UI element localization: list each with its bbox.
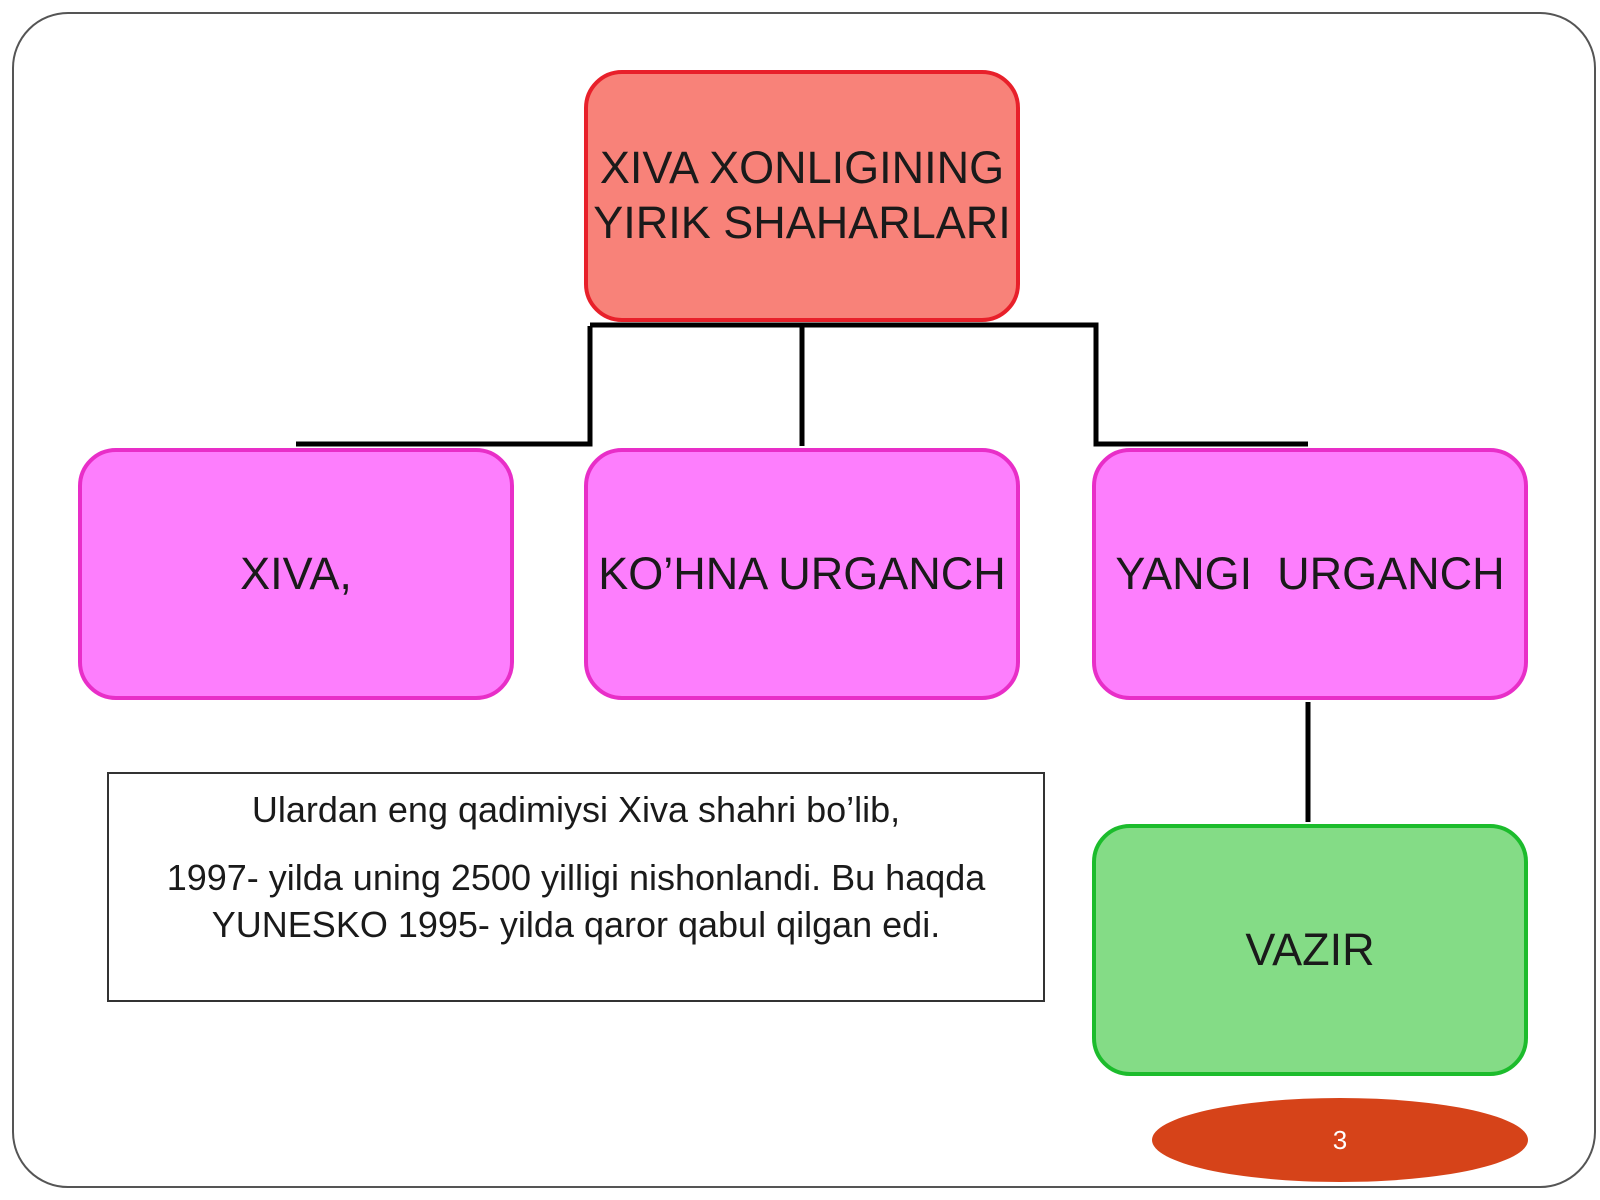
child-node-label: YANGI URGANCH (1115, 547, 1505, 599)
page-number-badge: 3 (1152, 1098, 1528, 1182)
child-node-kohna-urganch: KO’HNA URGANCH (584, 448, 1020, 700)
root-node: XIVA XONLIGINING YIRIK SHAHARLARI (584, 70, 1020, 322)
child-node-xiva: XIVA, (78, 448, 514, 700)
leaf-node-vazir: VAZIR (1092, 824, 1528, 1076)
connector-root-to-xiva (296, 326, 593, 447)
child-node-label: XIVA, (240, 547, 352, 599)
child-node-label: KO’HNA URGANCH (598, 547, 1006, 599)
connector-root-to-yangi-urganch (590, 322, 1308, 447)
info-paragraph-2: 1997- yilda uning 2500 yilligi nishonlan… (166, 856, 986, 946)
child-node-yangi-urganch: YANGI URGANCH (1092, 448, 1528, 700)
root-node-label: XIVA XONLIGINING YIRIK SHAHARLARI (593, 142, 1011, 248)
info-text-box: Ulardan eng qadimiysi Xiva shahri bo’lib… (107, 772, 1045, 1002)
info-paragraph-1: Ulardan eng qadimiysi Xiva shahri bo’lib… (251, 789, 901, 830)
page-number: 3 (1332, 1124, 1348, 1155)
leaf-node-label: VAZIR (1245, 923, 1375, 975)
